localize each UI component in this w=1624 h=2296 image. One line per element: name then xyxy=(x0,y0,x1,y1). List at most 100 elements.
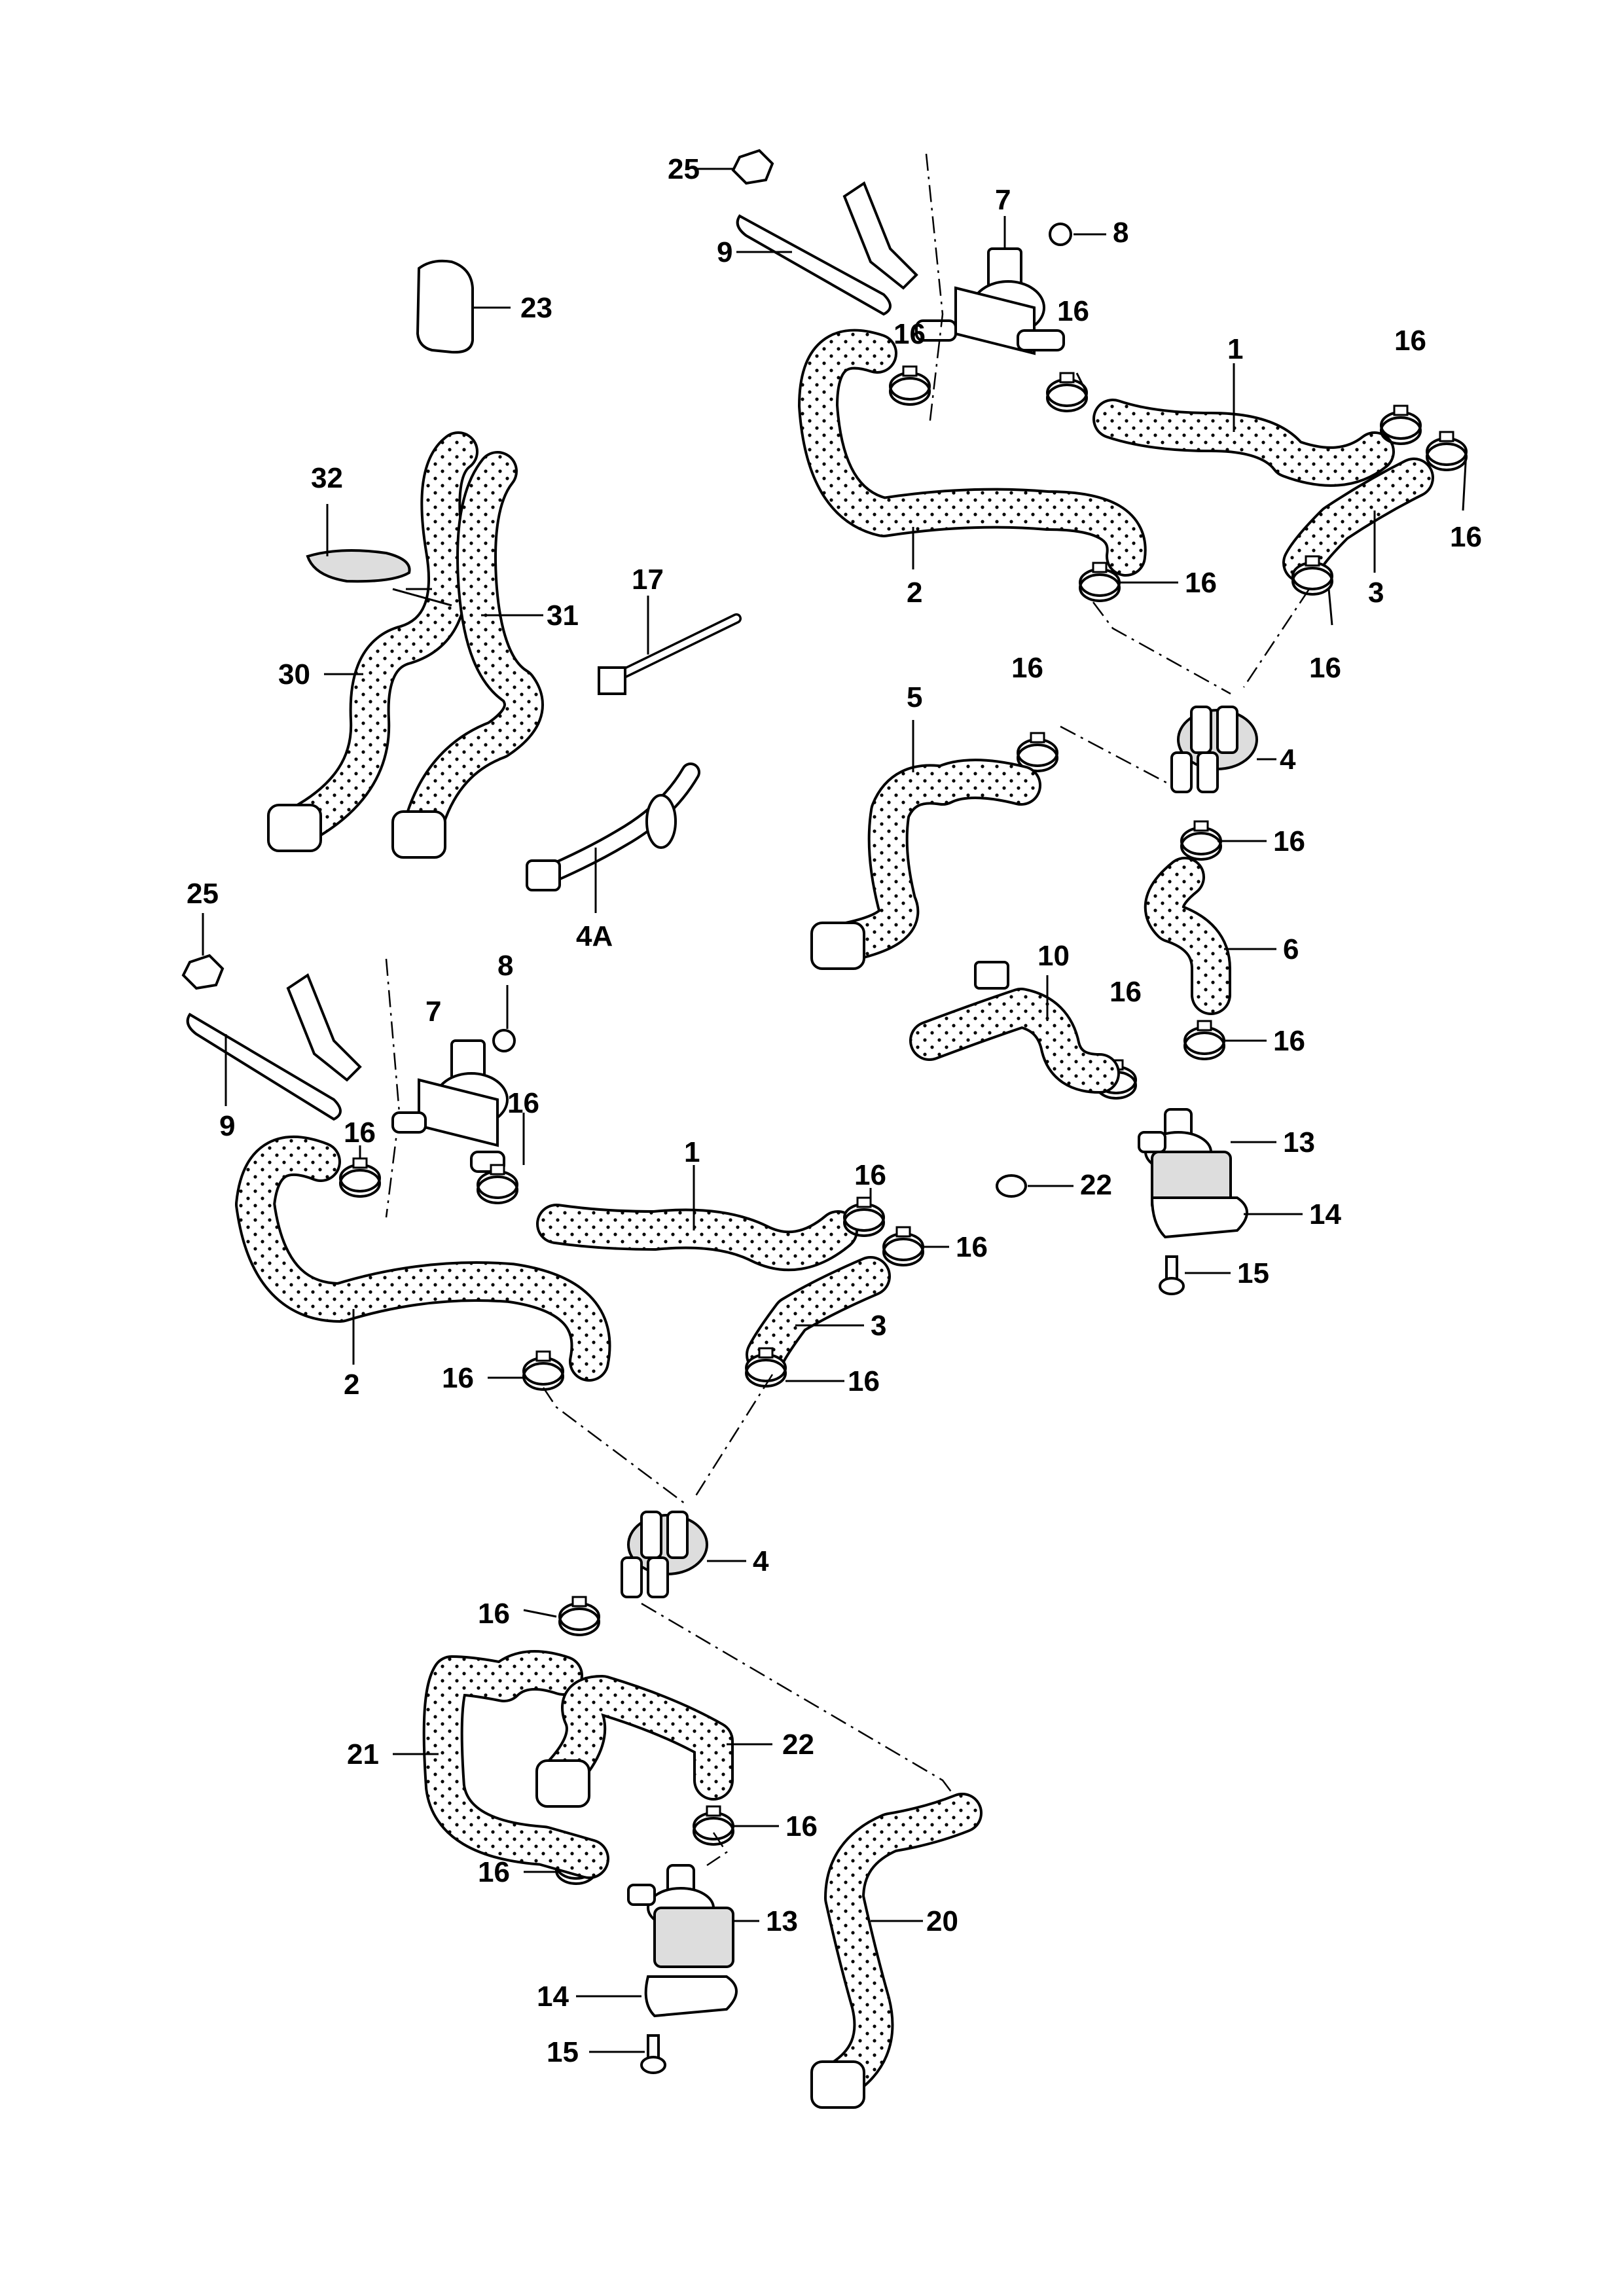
label-21: 21 xyxy=(347,1738,379,1770)
label-16: 16 xyxy=(848,1365,880,1397)
label-16: 16 xyxy=(442,1362,474,1394)
clamp-16 xyxy=(1426,431,1468,471)
hose-3-lower xyxy=(746,1256,891,1375)
clamp-16 xyxy=(693,1805,734,1846)
label-13: 13 xyxy=(766,1905,798,1937)
label-6: 6 xyxy=(1283,933,1299,965)
part-8-nut-lower xyxy=(492,985,516,1052)
label-16: 16 xyxy=(854,1159,886,1191)
label-14: 14 xyxy=(537,1981,569,2013)
label-16: 16 xyxy=(785,1810,818,1842)
label-31: 31 xyxy=(547,600,579,632)
hose-5 xyxy=(810,720,1041,970)
clamp-16 xyxy=(1183,1020,1225,1060)
hose-6 xyxy=(1144,857,1276,1015)
clamp-16 xyxy=(882,1226,924,1266)
label-7: 7 xyxy=(425,996,441,1028)
hose-20 xyxy=(810,1793,983,2109)
part-32-grommet xyxy=(306,504,411,583)
part-4-connector-lower xyxy=(621,1511,746,1598)
hose-10 xyxy=(909,961,1120,1094)
label-1: 1 xyxy=(684,1136,700,1168)
part-7-valve-lower xyxy=(391,1039,509,1173)
part-4-connector-top xyxy=(1170,706,1276,793)
part-23-cap xyxy=(416,259,511,354)
label-16: 16 xyxy=(1185,567,1217,599)
hose-22 xyxy=(535,1675,772,1808)
hose-3-top xyxy=(1282,457,1434,583)
clamp-16 xyxy=(339,1157,381,1198)
label-22: 22 xyxy=(1080,1169,1112,1201)
label-13: 13 xyxy=(1283,1126,1315,1158)
part-14-bracket-top xyxy=(1150,1196,1303,1239)
label-1: 1 xyxy=(1227,333,1243,365)
part-9-bracket-lower xyxy=(186,973,362,1121)
label-16: 16 xyxy=(1011,652,1043,684)
label-23: 23 xyxy=(520,292,552,324)
label-3: 3 xyxy=(1368,577,1384,609)
part-17-cable-tie xyxy=(598,596,742,695)
label-2: 2 xyxy=(907,577,922,609)
label-16: 16 xyxy=(478,1598,510,1630)
label-4: 4 xyxy=(753,1545,769,1577)
hose-2-top xyxy=(798,329,1147,577)
label-25: 25 xyxy=(668,153,700,185)
label-20: 20 xyxy=(926,1905,958,1937)
label-30: 30 xyxy=(278,658,310,691)
label-16: 16 xyxy=(507,1087,539,1119)
part-22-seal xyxy=(996,1174,1074,1198)
label-32: 32 xyxy=(311,462,343,494)
clamp-16 xyxy=(558,1596,600,1636)
hose-1-lower xyxy=(536,1165,858,1272)
part-14-bracket-lower xyxy=(576,1975,738,2018)
label-16: 16 xyxy=(1309,652,1341,684)
label-8: 8 xyxy=(497,950,513,982)
label-4: 4 xyxy=(1280,744,1296,776)
label-16: 16 xyxy=(1110,976,1142,1008)
part-13-pump-top xyxy=(1138,1108,1276,1212)
label-7: 7 xyxy=(995,184,1011,216)
part-9-bracket-top xyxy=(736,181,918,316)
label-3: 3 xyxy=(871,1310,886,1342)
label-16: 16 xyxy=(1057,295,1089,327)
hose-30 xyxy=(267,431,478,852)
label-16: 16 xyxy=(1273,1025,1305,1057)
label-16: 16 xyxy=(478,1856,510,1888)
part-25-nut-top xyxy=(697,149,774,185)
label-10: 10 xyxy=(1038,940,1070,972)
hose-2-lower xyxy=(235,1136,611,1382)
label-25: 25 xyxy=(187,878,219,910)
label-9: 9 xyxy=(717,236,732,268)
label-16: 16 xyxy=(956,1231,988,1263)
part-15-bolt-lower xyxy=(589,2034,666,2074)
label-9: 9 xyxy=(219,1110,235,1142)
label-22: 22 xyxy=(782,1729,814,1761)
clamp-16 xyxy=(889,365,931,406)
label-14: 14 xyxy=(1309,1198,1341,1230)
part-13-pump-lower xyxy=(627,1864,759,1968)
label-2: 2 xyxy=(344,1369,359,1401)
label-16: 16 xyxy=(893,318,926,350)
label-16: 16 xyxy=(1394,325,1426,357)
label-16: 16 xyxy=(1273,825,1305,857)
labels: 25 9 7 8 23 16 16 1 16 16 32 2 16 3 31 1… xyxy=(187,153,1482,2068)
label-15: 15 xyxy=(547,2036,579,2068)
part-15-bolt-top xyxy=(1159,1255,1231,1295)
part-4A-pipe xyxy=(526,762,700,913)
label-17: 17 xyxy=(632,564,664,596)
clamp-16 xyxy=(522,1350,564,1391)
hose-1-top xyxy=(1092,363,1395,487)
label-16: 16 xyxy=(344,1117,376,1149)
hose-21 xyxy=(393,1650,609,1879)
part-7-valve-top xyxy=(915,216,1065,355)
label-15: 15 xyxy=(1237,1257,1269,1289)
part-25-nut-lower xyxy=(181,913,225,990)
part-8-nut-top xyxy=(1049,223,1106,246)
label-5: 5 xyxy=(907,681,922,713)
label-16: 16 xyxy=(1450,521,1482,553)
label-8: 8 xyxy=(1113,217,1128,249)
label-4A: 4A xyxy=(576,920,613,952)
hose-31 xyxy=(391,451,544,859)
clamp-16 xyxy=(1180,820,1222,861)
